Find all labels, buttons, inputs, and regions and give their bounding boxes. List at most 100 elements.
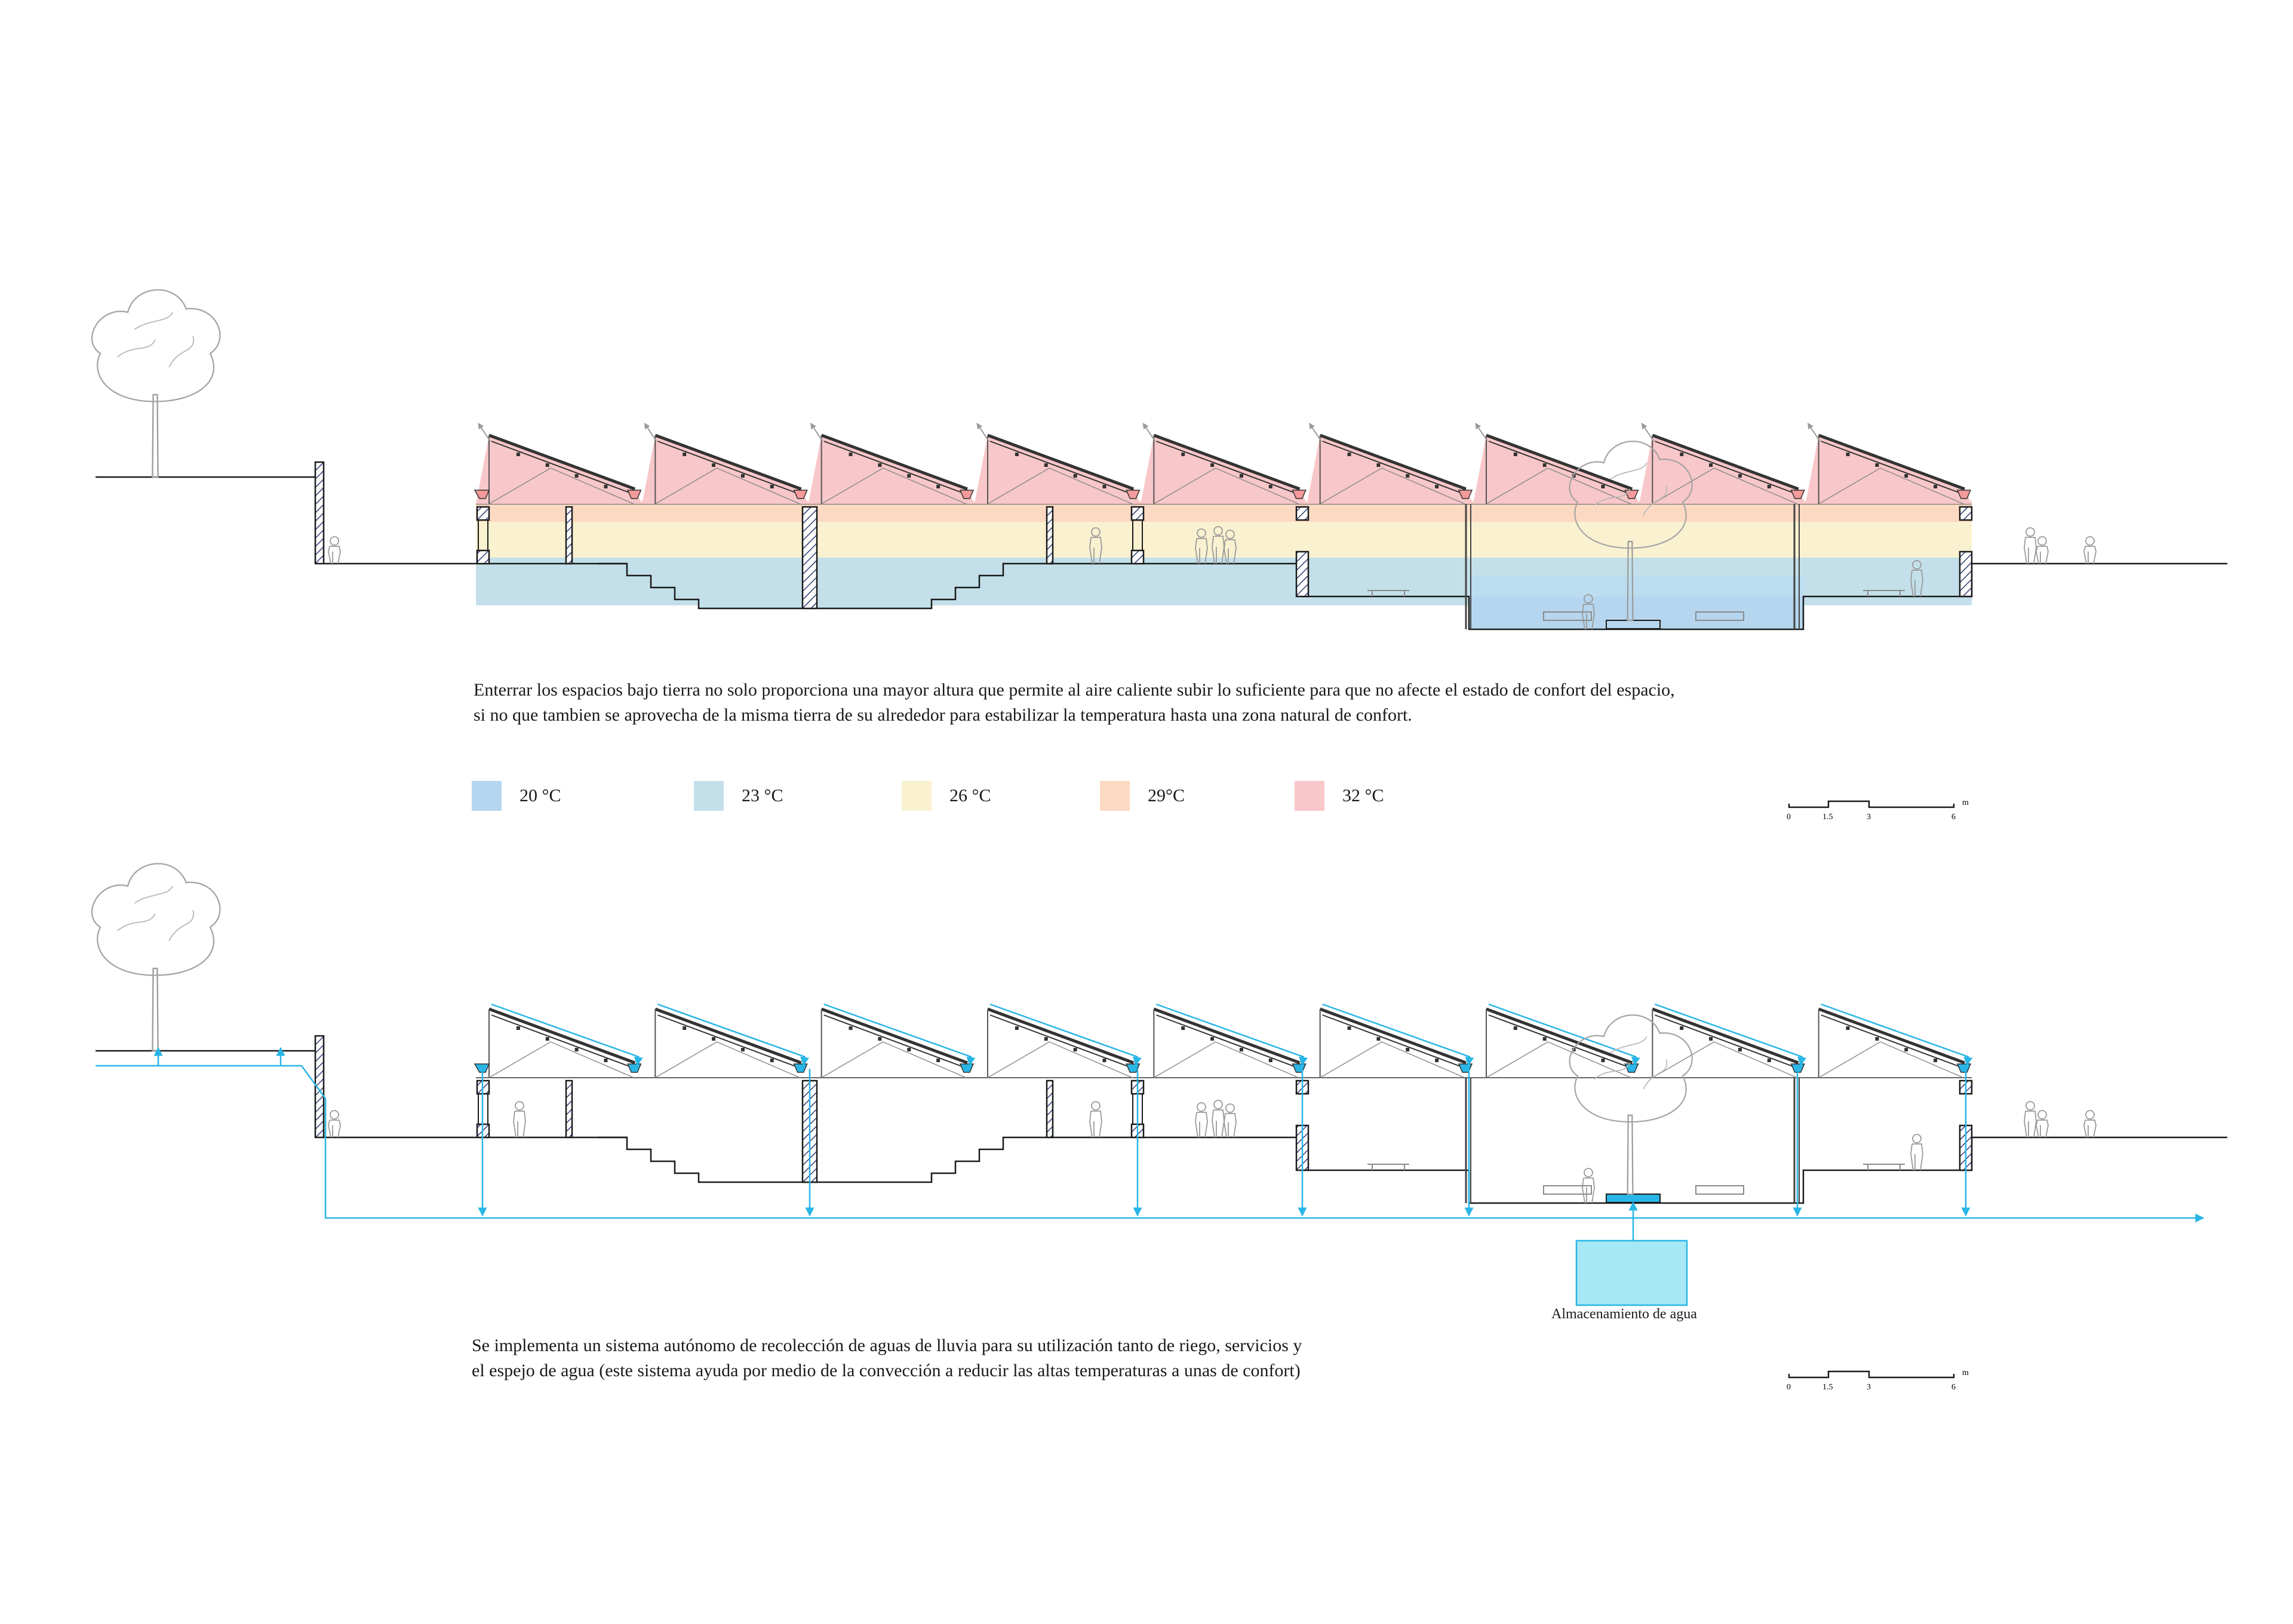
- purlin: [1709, 1037, 1713, 1041]
- bench: [1695, 1185, 1744, 1195]
- legend-swatch: [472, 781, 502, 811]
- rain-runoff-arrow: [491, 1003, 643, 1066]
- roof-slope-inner: [823, 441, 966, 494]
- purlin: [1268, 485, 1272, 488]
- purlin: [1513, 1026, 1517, 1030]
- structural-wall: [565, 506, 573, 565]
- person-figure: [2083, 536, 2097, 564]
- gutter: [1624, 1063, 1639, 1073]
- roof-module: [1652, 1003, 1807, 1078]
- table: [1367, 1164, 1409, 1170]
- purlin: [574, 474, 579, 478]
- roof-module: [642, 423, 809, 505]
- roof-slope-inner: [1488, 1014, 1630, 1068]
- gutter: [793, 1063, 808, 1073]
- roof-module: [1486, 1003, 1640, 1078]
- hot-air-exhaust-arrow: [644, 423, 657, 442]
- roof-hot-air: [975, 435, 1141, 504]
- rain-runoff-arrow: [657, 1003, 810, 1066]
- purlin: [740, 474, 745, 478]
- purlin: [1601, 1059, 1605, 1062]
- purlin: [604, 1059, 608, 1062]
- rain-runoff-arrow: [1155, 1003, 1308, 1066]
- pool-level-air-upper: [1469, 576, 1803, 596]
- purlin: [1738, 1048, 1742, 1051]
- rainwater-network: [96, 1047, 2205, 1306]
- roof-truss: [1153, 467, 1299, 505]
- rain-runoff-arrow: [1488, 1003, 1640, 1066]
- structural-wall: [1295, 506, 1310, 521]
- purlin: [1904, 474, 1908, 478]
- roof-slope-inner: [491, 441, 633, 494]
- gutter: [1458, 1063, 1473, 1073]
- scale-bar-top: 0 1.5 3 6 m: [1787, 798, 1969, 822]
- rain-runoff-arrow: [823, 1003, 976, 1066]
- purlin: [683, 453, 687, 456]
- thermal-section: [91, 289, 2227, 630]
- purlin: [1406, 474, 1410, 478]
- gutter: [1458, 490, 1473, 499]
- roof-slope-inner: [823, 1014, 966, 1068]
- roof-slope: [1818, 433, 1965, 491]
- purlin: [1015, 453, 1019, 456]
- purlin: [1767, 1059, 1771, 1062]
- purlin: [1875, 463, 1879, 467]
- roof-module: [476, 423, 643, 505]
- hot-air-exhaust-arrow: [1475, 423, 1488, 442]
- rain-runoff-arrow: [1322, 1003, 1474, 1066]
- purlin: [1934, 1059, 1938, 1062]
- roof-hot-air: [642, 435, 809, 504]
- person-figure: [1582, 1168, 1595, 1204]
- roof-truss: [1652, 467, 1797, 505]
- roof-slope: [1818, 1007, 1965, 1065]
- roof-hot-air: [1473, 435, 1640, 504]
- structural-wall: [314, 1035, 325, 1139]
- legend-item-32: 32 °C: [1295, 779, 1384, 813]
- person-figure: [2083, 1110, 2097, 1138]
- gutter: [1790, 490, 1805, 499]
- purlin: [878, 463, 882, 467]
- gutter-first: [474, 490, 490, 499]
- person-figure: [1224, 530, 1237, 564]
- roof-module: [987, 1003, 1142, 1078]
- thermal-caption: Enterrar los espacios bajo tierra no sol…: [474, 678, 1675, 728]
- tree: [1569, 1014, 1693, 1195]
- roof-slope-inner: [491, 1014, 633, 1068]
- main-collector-pipe: [300, 1065, 2205, 1223]
- structural-wall: [801, 506, 818, 610]
- scale-unit: m: [1962, 1368, 1969, 1377]
- roof-slope: [1153, 1007, 1301, 1065]
- purlin: [1239, 474, 1243, 478]
- hot-air-exhaust-arrow: [810, 423, 823, 442]
- roof-truss: [488, 1041, 634, 1078]
- roof-slope: [1652, 433, 1799, 491]
- purlin: [1680, 453, 1684, 456]
- rainwater-caption-line-2: el espejo de agua (este sistema ayuda po…: [472, 1361, 1301, 1380]
- hot-air-exhaust-arrow: [976, 423, 989, 442]
- hot-air-exhaust-arrow: [1308, 423, 1322, 442]
- bench: [1695, 611, 1744, 621]
- purlin: [545, 1037, 549, 1041]
- person-figure: [513, 1101, 526, 1138]
- person-figure: [328, 1110, 341, 1138]
- roof-slope: [987, 1007, 1135, 1065]
- purlin: [740, 1048, 745, 1051]
- hot-air-exhaust-arrow: [478, 423, 491, 442]
- person-figure: [1224, 1103, 1237, 1138]
- legend-item-29: 29°C: [1100, 779, 1185, 813]
- purlin: [1239, 1048, 1243, 1051]
- purlin: [1181, 453, 1185, 456]
- water-storage-tank: [1575, 1239, 1688, 1306]
- roof-truss: [1320, 467, 1465, 505]
- purlin: [1875, 1037, 1879, 1041]
- person-figure: [2036, 1110, 2049, 1138]
- person-figure: [1089, 1101, 1102, 1138]
- purlin: [936, 485, 940, 488]
- legend-label: 29°C: [1148, 786, 1185, 805]
- roof-module: [1141, 423, 1307, 505]
- roof-hot-air: [808, 435, 975, 504]
- roof-module: [1805, 423, 1972, 505]
- purlin: [1572, 474, 1576, 478]
- roof-hot-air: [1805, 435, 1972, 504]
- purlin: [545, 463, 549, 467]
